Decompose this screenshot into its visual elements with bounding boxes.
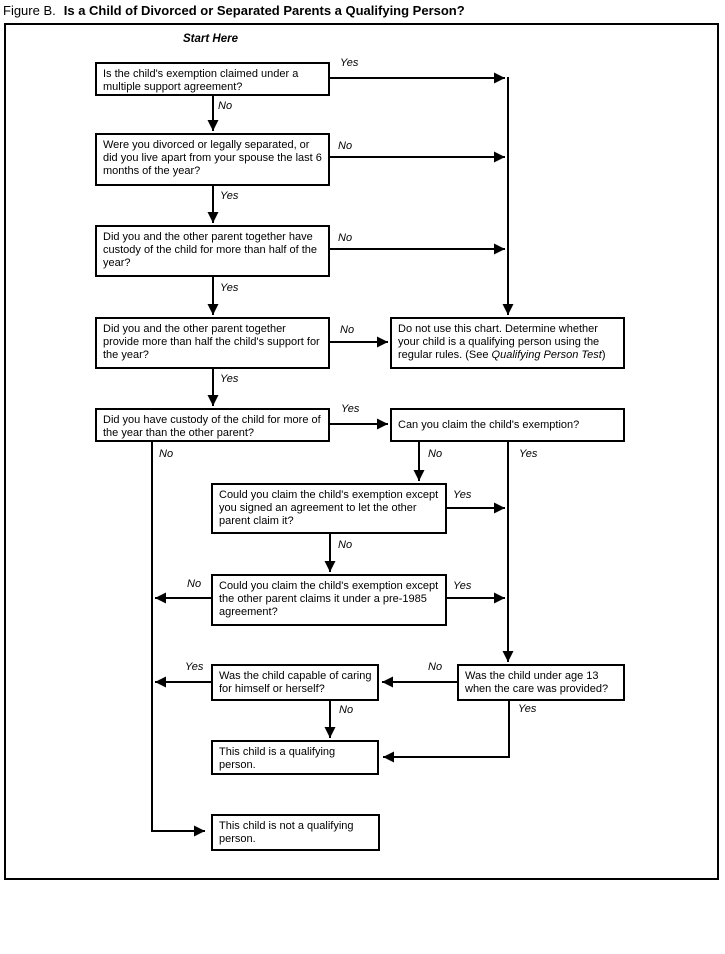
label-under13-yes: Yes [518, 703, 537, 715]
node-under-age-13-question: Was the child under age 13 when the care… [457, 664, 625, 701]
node-qualifying-person-result: This child is a qualifying person. [211, 740, 379, 775]
do-not-use-text-end: ) [601, 349, 606, 361]
node-divorced-separated-question: Were you divorced or legally separated, … [95, 133, 330, 186]
node-signed-agreement-question: Could you claim the child's exemption ex… [211, 483, 447, 534]
qualifying-person-test-reference: Qualifying Person Test [491, 349, 602, 361]
label-q2-no: No [338, 140, 353, 152]
label-q4-no: No [340, 324, 355, 336]
node-not-qualifying-person-result: This child is not a qualifying person. [211, 814, 380, 851]
node-multiple-support-question: Is the child's exemption claimed under a… [95, 62, 330, 96]
label-q5-no: No [159, 448, 174, 460]
node-custody-more-question: Did you have custody of the child for mo… [95, 408, 330, 442]
do-not-use-text: Do not use this chart. Determine whether… [398, 323, 600, 361]
label-q3-yes: Yes [220, 282, 239, 294]
label-q3-no: No [338, 232, 353, 244]
figure-title-text: Is a Child of Divorced or Separated Pare… [63, 3, 465, 18]
node-pre1985-agreement-question: Could you claim the child's exemption ex… [211, 574, 447, 626]
label-couldsigned-yes: Yes [453, 489, 472, 501]
node-capable-of-caring-question: Was the child capable of caring for hims… [211, 664, 379, 701]
label-under13-no: No [428, 661, 443, 673]
label-canclaim-no: No [428, 448, 443, 460]
label-couldpre1985-yes: Yes [453, 580, 472, 592]
label-canclaim-yes: Yes [519, 448, 538, 460]
label-q5-yes: Yes [341, 403, 360, 415]
start-here-label: Start Here [183, 33, 238, 45]
label-q1-no: No [218, 100, 233, 112]
figure-title: Figure B. Is a Child of Divorced or Separ… [3, 3, 465, 18]
node-support-together-question: Did you and the other parent together pr… [95, 317, 330, 369]
node-custody-together-question: Did you and the other parent together ha… [95, 225, 330, 277]
label-q1-yes: Yes [340, 57, 359, 69]
node-can-claim-exemption-question: Can you claim the child's exemption? [390, 408, 625, 442]
label-capable-no: No [339, 704, 354, 716]
label-q2-yes: Yes [220, 190, 239, 202]
label-capable-yes: Yes [185, 661, 204, 673]
node-do-not-use-chart: Do not use this chart. Determine whether… [390, 317, 625, 369]
figure-label: Figure B. [3, 3, 56, 18]
label-q4-yes: Yes [220, 373, 239, 385]
label-couldsigned-no: No [338, 539, 353, 551]
label-couldpre1985-no: No [187, 578, 202, 590]
